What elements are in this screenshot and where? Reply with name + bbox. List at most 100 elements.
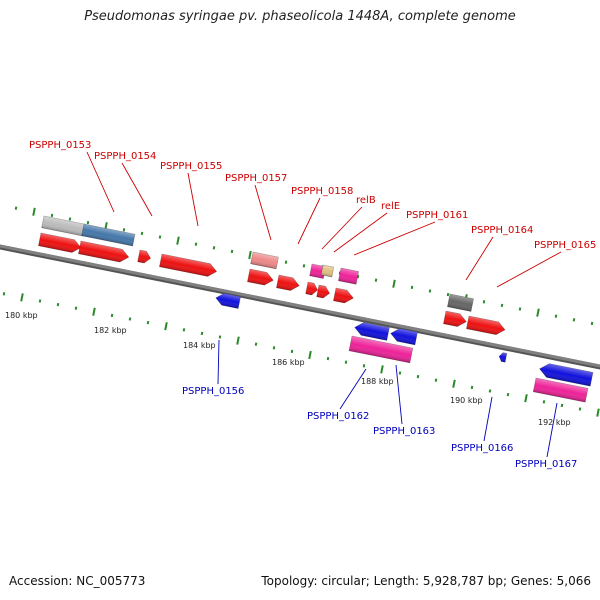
minor-tick (146, 320, 150, 325)
leader-line (483, 396, 493, 442)
gene-label[interactable]: PSPPH_0166 (451, 443, 513, 454)
genome-backbone (0, 244, 600, 368)
minor-tick (182, 328, 186, 332)
gene-arrow-0166[interactable] (498, 352, 508, 363)
minor-tick (50, 213, 54, 218)
minor-tick (362, 364, 366, 368)
leader-line (339, 368, 367, 410)
minor-tick (518, 307, 522, 311)
gene-label[interactable]: PSPPH_0162 (307, 411, 369, 422)
leader-line (297, 197, 321, 245)
gene-box-darkgrey[interactable] (447, 293, 474, 312)
gene-arrow-0163[interactable] (389, 327, 418, 346)
map-title: Pseudomonas syringae pv. phaseolicola 14… (84, 9, 516, 24)
gene-arrow-0155[interactable] (159, 253, 218, 278)
minor-tick (302, 264, 306, 268)
minor-tick (254, 342, 258, 346)
minor-tick (326, 356, 330, 361)
minor-tick (230, 249, 234, 254)
gene-box-0157-pseudo[interactable] (250, 251, 279, 270)
gene-label[interactable]: PSPPH_0165 (534, 240, 596, 251)
minor-tick (446, 292, 450, 297)
gene-arrow-0155-start[interactable] (137, 249, 152, 264)
leader-line (321, 206, 363, 250)
gene-label[interactable]: PSPPH_0167 (515, 459, 577, 470)
leader-line (217, 339, 220, 385)
minor-tick (38, 299, 42, 303)
minor-tick (158, 235, 162, 239)
gene-box-tan[interactable] (320, 264, 335, 278)
minor-tick (212, 246, 216, 250)
kbp-tick-label: 192 kbp (538, 418, 571, 427)
minor-tick (68, 217, 72, 221)
minor-tick (506, 392, 510, 397)
major-tick (524, 394, 528, 403)
gene-label[interactable]: PSPPH_0156 (182, 386, 244, 397)
gene-label[interactable]: PSPPH_0155 (160, 161, 222, 172)
major-tick (536, 308, 540, 317)
leader-line (254, 184, 272, 241)
minor-tick (416, 374, 420, 379)
gene-arrow-0157[interactable] (247, 268, 274, 287)
major-tick (236, 336, 240, 345)
minor-tick (140, 231, 144, 236)
leader-line (121, 162, 153, 217)
gene-arrow-0153[interactable] (38, 232, 82, 254)
minor-tick (344, 360, 348, 364)
gene-box-pink-b[interactable] (338, 267, 360, 285)
major-tick (176, 236, 180, 245)
minor-tick (428, 289, 432, 293)
gene-label[interactable]: PSPPH_0153 (29, 140, 91, 151)
kbp-tick-label: 182 kbp (94, 326, 127, 335)
major-tick (92, 307, 96, 316)
genome-summary-text: Topology: circular; Length: 5,928,787 bp… (261, 574, 591, 588)
minor-tick (2, 292, 6, 296)
gene-arrow-0154[interactable] (78, 240, 130, 264)
minor-tick (86, 220, 90, 225)
gene-arrow-0162[interactable] (353, 321, 390, 341)
gene-arrow-0165[interactable] (466, 315, 506, 336)
gene-arrow-relB[interactable] (305, 281, 319, 296)
minor-tick (488, 389, 492, 393)
minor-tick (410, 285, 414, 290)
minor-tick (470, 385, 474, 390)
minor-tick (56, 302, 60, 307)
major-tick (20, 293, 24, 302)
gene-arrow-0161[interactable] (333, 287, 354, 304)
gene-box-pink-d[interactable] (532, 377, 589, 403)
gene-label[interactable]: PSPPH_0164 (471, 225, 533, 236)
minor-tick (578, 407, 582, 411)
leader-line (333, 212, 388, 253)
minor-tick (434, 378, 438, 382)
gene-label[interactable]: PSPPH_0161 (406, 210, 468, 221)
leader-line (496, 251, 562, 288)
gene-label[interactable]: PSPPH_0154 (94, 151, 156, 162)
leader-line (86, 151, 115, 213)
minor-tick (590, 321, 594, 326)
gene-label[interactable]: relB (356, 195, 376, 206)
accession-text: Accession: NC_005773 (9, 574, 146, 588)
gene-label[interactable]: PSPPH_0163 (373, 426, 435, 437)
minor-tick (500, 303, 504, 308)
gene-arrow-0167[interactable] (538, 362, 594, 387)
kbp-tick-label: 184 kbp (183, 341, 216, 350)
gene-box-pink-c[interactable] (348, 335, 414, 364)
gene-box-steelblue[interactable] (81, 223, 136, 247)
gene-arrow-0156[interactable] (215, 292, 241, 309)
minor-tick (284, 260, 288, 264)
minor-tick (74, 306, 78, 310)
gene-arrow-relE[interactable] (316, 284, 331, 299)
minor-tick (194, 242, 198, 246)
gene-arrow-0164[interactable] (443, 310, 467, 328)
minor-tick (110, 313, 114, 318)
major-tick (164, 322, 168, 331)
gene-label[interactable]: PSPPH_0157 (225, 173, 287, 184)
minor-tick (200, 331, 204, 336)
gene-label[interactable]: relE (381, 201, 400, 212)
gene-arrow-0158[interactable] (276, 274, 300, 292)
gene-box-grey[interactable] (41, 215, 86, 237)
major-tick (596, 408, 600, 417)
major-tick (32, 207, 36, 216)
gene-label[interactable]: PSPPH_0158 (291, 186, 353, 197)
major-tick (392, 279, 396, 288)
